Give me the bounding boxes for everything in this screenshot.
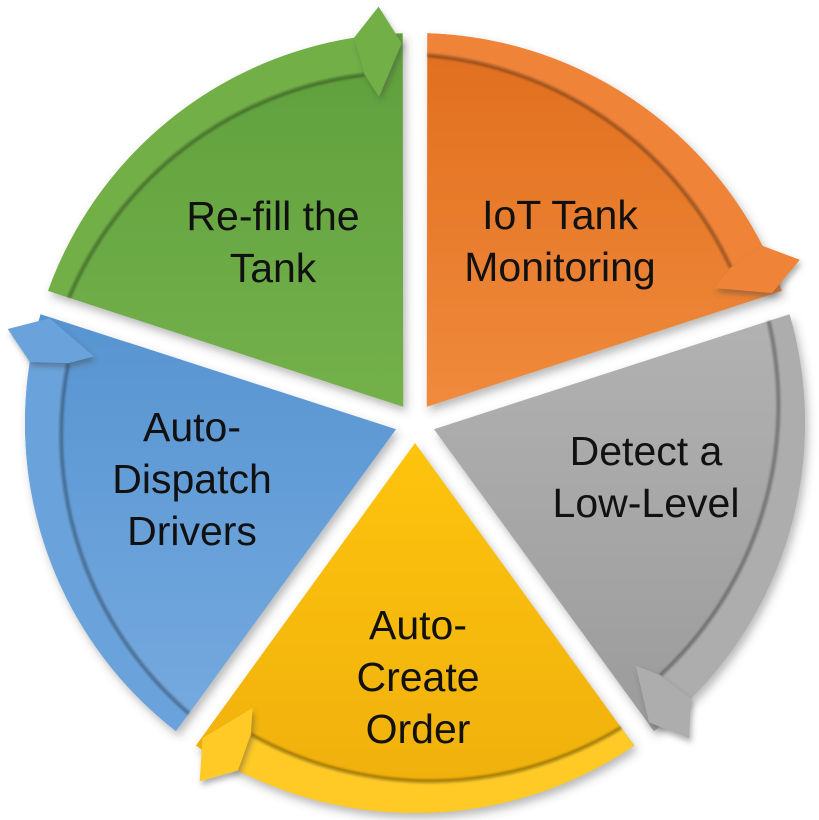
clockwise-arrowhead-icon-orange (713, 245, 800, 293)
segment-re-fill-the-tank (48, 33, 404, 407)
segment-auto-create-order-arrow-band (237, 727, 634, 814)
segment-re-fill-the-tank-groove (67, 72, 366, 299)
segment-detect-a-low-level-groove (659, 320, 781, 677)
arrowheads-layer (7, 6, 800, 782)
segment-auto-dispatch-drivers (25, 314, 396, 732)
segment-auto-create-order-groove (249, 725, 623, 784)
segment-iot-tank-monitoring-body (426, 33, 782, 407)
segment-auto-dispatch-drivers-body (25, 314, 396, 732)
segment-auto-dispatch-drivers-arrow-band (25, 362, 189, 731)
segment-auto-dispatch-drivers-groove (59, 362, 191, 715)
segment-re-fill-the-tank-body (48, 33, 404, 407)
segment-iot-tank-monitoring-arrow-band (427, 33, 763, 268)
segment-detect-a-low-level-arrow-band (660, 314, 805, 699)
segment-auto-create-order (195, 443, 635, 814)
segment-iot-tank-monitoring (426, 33, 782, 407)
clockwise-arrowhead-icon-yellow (199, 707, 253, 782)
segment-auto-create-order-body (195, 443, 635, 814)
clockwise-arrowhead-icon-blue (7, 318, 94, 364)
clockwise-arrowhead-icon-green (354, 6, 402, 98)
clockwise-arrowhead-icon-gray (635, 665, 691, 739)
segment-detect-a-low-level (434, 314, 805, 732)
segment-iot-tank-monitoring-groove (427, 53, 733, 269)
